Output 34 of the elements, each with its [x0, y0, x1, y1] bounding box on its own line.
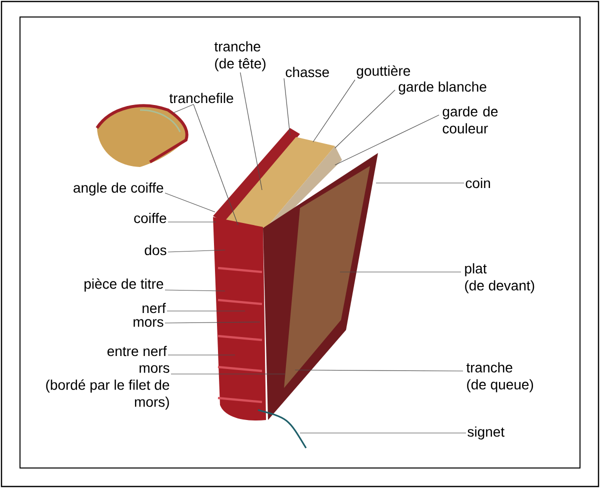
part-label: nerf — [142, 302, 166, 314]
leader-line — [334, 114, 440, 166]
part-label: tranchefile — [169, 92, 234, 104]
part-label: garde de couleur — [442, 106, 498, 134]
leader-line — [168, 354, 236, 356]
part-label: dos — [144, 244, 166, 256]
leader-line — [164, 192, 216, 212]
leader-line — [168, 250, 226, 252]
leader-line — [300, 432, 466, 434]
leader-line — [284, 78, 290, 136]
part-label: chasse — [286, 66, 329, 78]
leader-line — [164, 322, 260, 324]
part-label: coin — [466, 178, 490, 188]
leader-line — [334, 90, 396, 148]
leader-line — [172, 104, 194, 114]
part-label: pièce de titre — [84, 278, 164, 292]
part-label: gouttière — [356, 65, 410, 79]
part-label: signet — [468, 426, 504, 440]
part-label: mors — [134, 319, 164, 327]
part-label: plat (de devant) — [465, 263, 534, 294]
part-label: mors (bordé par le filet de mors) — [46, 365, 170, 410]
leader-line — [312, 80, 356, 142]
part-label: angle de coiffe — [74, 182, 164, 196]
part-label: tranche (de queue) — [466, 362, 534, 392]
leader-line — [193, 104, 238, 226]
part-label: coiffe — [134, 212, 166, 224]
leader-line — [240, 72, 262, 190]
part-label: tranche (de tête) — [214, 41, 266, 72]
leader-line — [294, 370, 464, 372]
leader-line — [376, 182, 464, 184]
leader-line — [166, 310, 246, 312]
part-label: entre nerf — [107, 346, 167, 356]
leader-line — [164, 290, 226, 292]
part-label: garde blanche — [398, 81, 486, 95]
